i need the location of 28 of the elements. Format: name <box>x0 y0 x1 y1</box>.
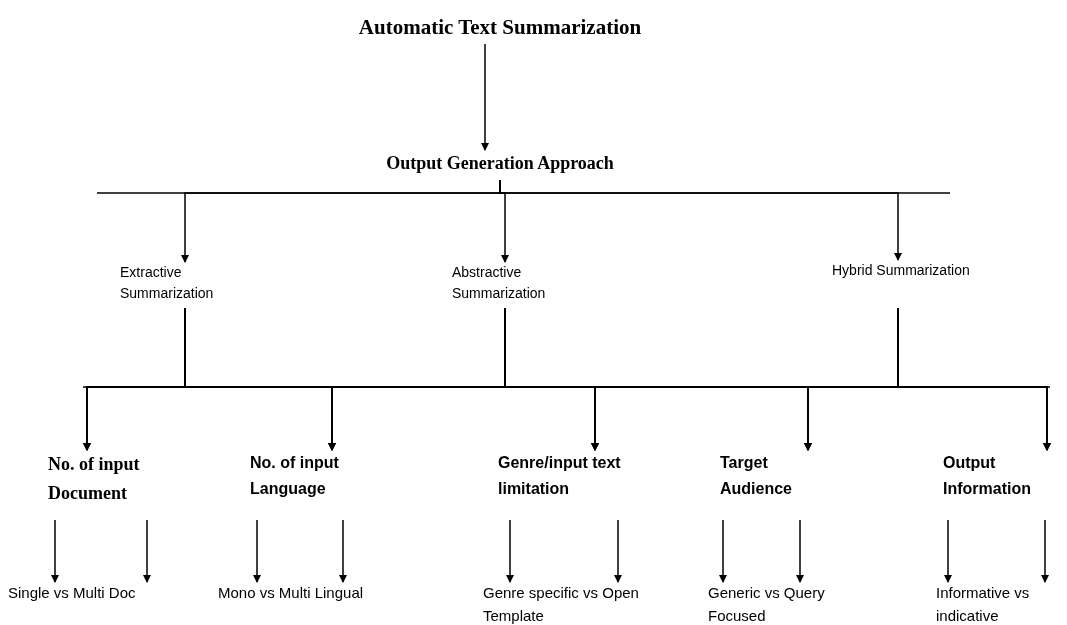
category-label: Genre/input text limitation <box>498 453 622 499</box>
root-heading: Automatic Text Summarization <box>357 14 643 41</box>
leaf-label: Mono vs Multi Lingual <box>218 583 365 603</box>
approach-label: Extractive Summarization <box>120 263 215 303</box>
arrow <box>481 43 489 151</box>
arrow <box>719 519 727 583</box>
arrow <box>506 519 514 583</box>
arrow <box>944 519 952 583</box>
leaf-label: Single vs Multi Doc <box>8 583 137 603</box>
category-label: No. of input Document <box>48 453 141 505</box>
category-label: Target Audience <box>720 453 793 499</box>
arrow <box>499 179 902 261</box>
approach-label: Abstractive Summarization <box>452 263 547 303</box>
arrow <box>253 519 261 583</box>
arrow <box>339 519 347 583</box>
arrow <box>143 519 151 583</box>
leaf-label: Informative vs indicative <box>936 583 1031 625</box>
arrow <box>796 519 804 583</box>
approach-heading: Output Generation Approach <box>385 152 615 175</box>
leaf-label: Genre specific vs Open Template <box>483 583 640 625</box>
arrow <box>614 519 622 583</box>
approach-label: Hybrid Summarization <box>832 261 971 280</box>
leaf-label: Generic vs Query Focused <box>708 583 826 625</box>
arrow <box>897 307 1051 451</box>
arrow <box>1041 519 1049 583</box>
category-label: Output Information <box>943 453 1032 499</box>
arrow <box>51 519 59 583</box>
category-label: No. of input Language <box>250 453 340 499</box>
